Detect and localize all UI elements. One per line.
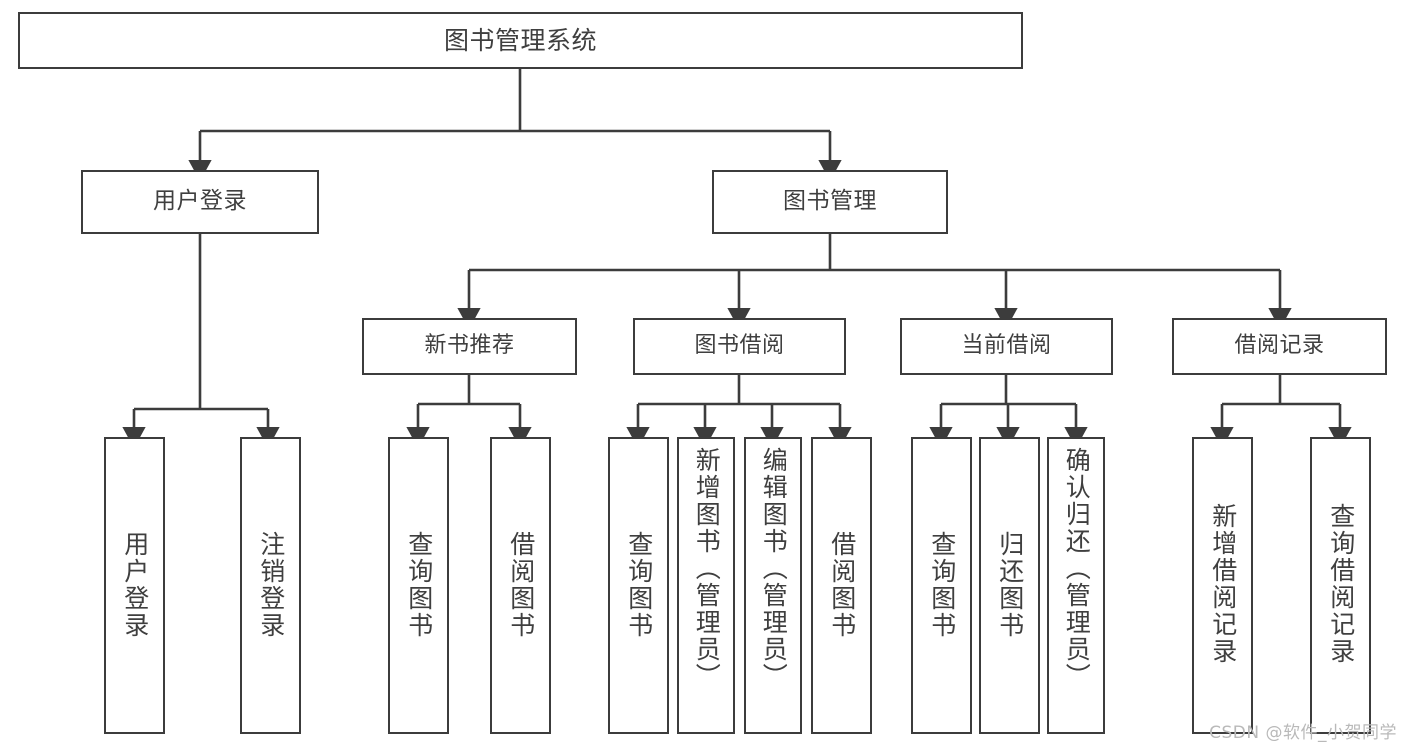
node-label: 新增借阅记录 — [1208, 503, 1238, 665]
node-book-borrow[interactable]: 图书借阅 — [633, 318, 846, 375]
node-label: 查询图书 — [624, 531, 654, 639]
node-label: 确认归还（管理员） — [1062, 447, 1092, 690]
node-label: 归还图书 — [995, 531, 1025, 639]
leaf-confirm-return-admin[interactable]: 确认归还（管理员） — [1047, 437, 1105, 734]
node-label: 图书借阅 — [694, 333, 785, 359]
leaf-logout[interactable]: 注销登录 — [240, 437, 301, 734]
node-root-system[interactable]: 图书管理系统 — [18, 12, 1023, 69]
leaf-borrow-book[interactable]: 借阅图书 — [811, 437, 872, 734]
node-label: 借阅图书 — [506, 531, 536, 639]
node-label: 新增图书（管理员） — [692, 447, 722, 690]
node-borrow-record[interactable]: 借阅记录 — [1172, 318, 1387, 375]
node-label: 用户登录 — [153, 188, 247, 215]
node-label: 借阅图书 — [827, 531, 857, 639]
node-label: 新书推荐 — [424, 333, 515, 359]
leaf-edit-book-admin[interactable]: 编辑图书（管理员） — [744, 437, 802, 734]
node-label: 当前借阅 — [961, 333, 1052, 359]
node-current-borrow[interactable]: 当前借阅 — [900, 318, 1113, 375]
node-label: 注销登录 — [256, 531, 286, 639]
leaf-add-borrow-record[interactable]: 新增借阅记录 — [1192, 437, 1253, 734]
leaf-query-book-rec[interactable]: 查询图书 — [388, 437, 449, 734]
leaf-query-book-borrow[interactable]: 查询图书 — [608, 437, 669, 734]
node-label: 编辑图书（管理员） — [759, 447, 789, 690]
node-user-login[interactable]: 用户登录 — [81, 170, 319, 234]
leaf-borrow-book-rec[interactable]: 借阅图书 — [490, 437, 551, 734]
node-label: 用户登录 — [120, 531, 150, 639]
csdn-watermark: CSDN @软件_小贺同学 — [1209, 723, 1397, 743]
node-label: 查询图书 — [404, 531, 434, 639]
node-label: 查询借阅记录 — [1326, 503, 1356, 665]
node-label: 查询图书 — [927, 531, 957, 639]
leaf-query-book-current[interactable]: 查询图书 — [911, 437, 972, 734]
leaf-add-book-admin[interactable]: 新增图书（管理员） — [677, 437, 735, 734]
node-label: 借阅记录 — [1234, 333, 1325, 359]
leaf-return-book[interactable]: 归还图书 — [979, 437, 1040, 734]
leaf-query-borrow-record[interactable]: 查询借阅记录 — [1310, 437, 1371, 734]
node-book-management[interactable]: 图书管理 — [712, 170, 948, 234]
node-label: 图书管理 — [783, 188, 877, 215]
node-new-book-recommend[interactable]: 新书推荐 — [362, 318, 577, 375]
node-label: 图书管理系统 — [443, 25, 597, 55]
leaf-user-login[interactable]: 用户登录 — [104, 437, 165, 734]
